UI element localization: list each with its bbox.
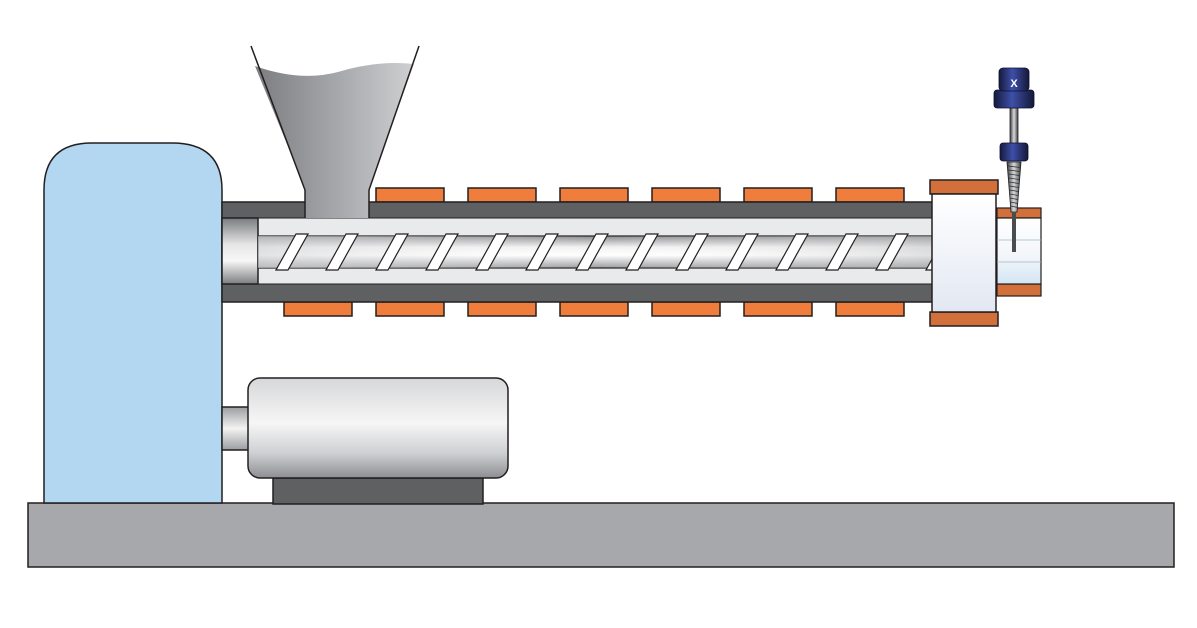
screw-flight <box>524 233 560 271</box>
screw-flight <box>374 233 410 271</box>
screw <box>257 233 960 271</box>
thread-line <box>1009 181 1019 184</box>
sensor-head <box>993 89 1035 109</box>
heater-band <box>743 301 813 317</box>
sensor-thread-lines <box>1008 165 1020 208</box>
end-cap <box>931 193 997 313</box>
hopper-wall-left <box>250 45 306 191</box>
end-cap-band-bottom <box>929 311 999 327</box>
sensor-cap <box>998 67 1030 92</box>
sensor-logo: X <box>1010 78 1018 90</box>
screw-flight <box>324 233 360 271</box>
nozzle-band-top <box>996 207 1042 219</box>
hopper <box>250 45 420 218</box>
motor-shaft <box>221 406 251 451</box>
machine-frame <box>43 142 223 504</box>
nozzle-assembly <box>929 179 1042 327</box>
motor-body <box>247 377 509 479</box>
thread-line <box>1009 189 1019 192</box>
screw-flight <box>724 233 760 271</box>
thread-line <box>1009 193 1019 196</box>
heater-band <box>375 301 445 317</box>
heater-band <box>835 187 905 203</box>
heater-band <box>835 301 905 317</box>
heater-band <box>743 187 813 203</box>
sensor-stem <box>1009 107 1019 149</box>
screw-flight <box>574 233 610 271</box>
screw-flight <box>424 233 460 271</box>
nozzle <box>996 217 1042 285</box>
motor-mount <box>272 477 484 505</box>
screw-flight <box>274 233 310 271</box>
screw-flight <box>624 233 660 271</box>
screw-flight <box>824 233 860 271</box>
hopper-body <box>255 63 414 218</box>
screw-flight <box>774 233 810 271</box>
heater-band <box>467 301 537 317</box>
heater-bands-top <box>375 187 905 203</box>
thread-line <box>1010 197 1018 200</box>
heater-band <box>467 187 537 203</box>
thread-line <box>1009 185 1019 188</box>
heater-band <box>651 187 721 203</box>
thread-line <box>1008 169 1020 172</box>
thread-line <box>1008 165 1020 168</box>
heater-band <box>559 187 629 203</box>
heater-band <box>651 301 721 317</box>
hopper-wall-right <box>368 45 420 191</box>
screw-flights <box>274 233 960 271</box>
heater-band <box>375 187 445 203</box>
screw-drive-cylinder <box>221 217 259 285</box>
screw-flight <box>474 233 510 271</box>
sensor: X <box>993 67 1035 252</box>
thread-line <box>1010 201 1018 204</box>
sensor-probe-tip <box>1012 212 1016 252</box>
thread-line <box>1008 173 1020 176</box>
thread-line <box>1010 205 1018 208</box>
thread-line <box>1008 177 1020 180</box>
sensor-collar <box>999 142 1029 162</box>
screw-flight <box>874 233 910 271</box>
machine-base <box>27 502 1175 568</box>
nozzle-band-bottom <box>996 283 1042 297</box>
end-cap-band-top <box>929 179 999 195</box>
screw-flight <box>674 233 710 271</box>
heater-band <box>283 301 353 317</box>
heater-band <box>559 301 629 317</box>
heater-bands-bottom <box>283 301 905 317</box>
